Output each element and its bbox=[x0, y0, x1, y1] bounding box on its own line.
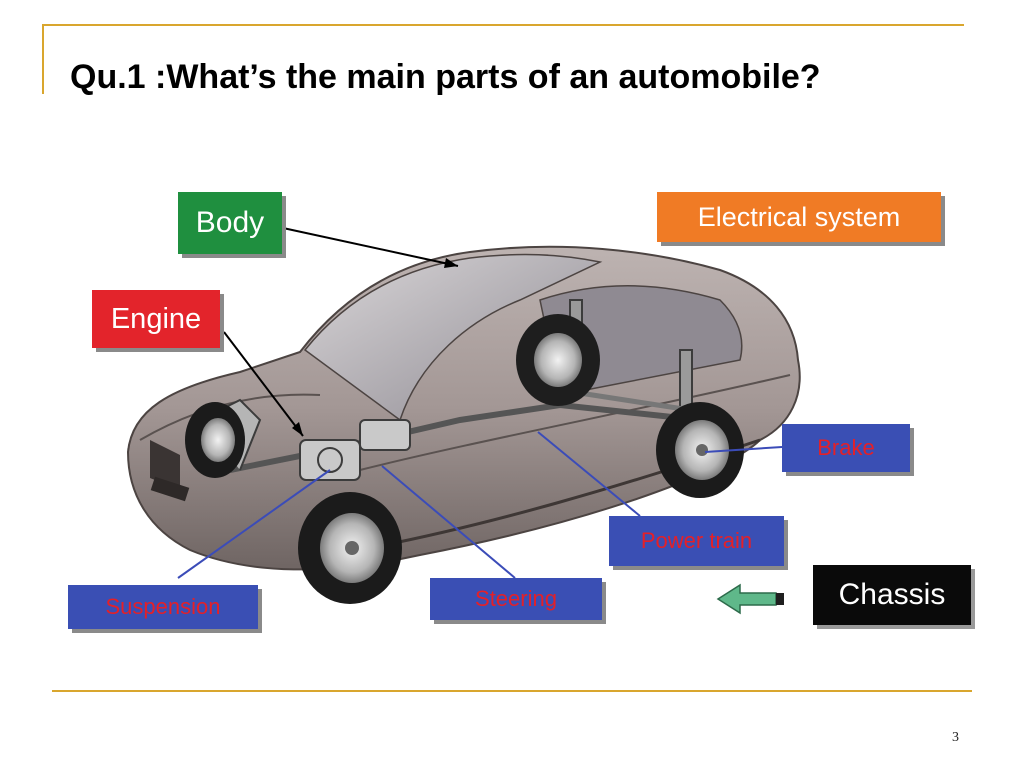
chassis-label: Chassis bbox=[813, 565, 971, 625]
frame-left-line bbox=[42, 24, 44, 94]
electrical-system-label: Electrical system bbox=[657, 192, 941, 242]
steering-pointer-line bbox=[381, 465, 516, 579]
car-windshield bbox=[303, 253, 603, 422]
engine-label: Engine bbox=[92, 290, 220, 348]
frame-top-line bbox=[42, 24, 964, 26]
power-train-pointer-line bbox=[537, 431, 641, 517]
body-label: Body bbox=[178, 192, 282, 254]
car-grille bbox=[150, 440, 180, 490]
front-left-wheel bbox=[298, 492, 402, 604]
engine-pointer-line bbox=[223, 331, 304, 437]
rear-inner-wheel bbox=[516, 314, 600, 406]
power-train-label: Power train bbox=[609, 516, 784, 566]
footer-line bbox=[52, 690, 972, 692]
brake-pointer-line bbox=[704, 446, 783, 453]
page-number: 3 bbox=[952, 730, 959, 745]
suspension-label: Suspension bbox=[68, 585, 258, 629]
front-right-wheel bbox=[185, 402, 245, 478]
body-pointer-line bbox=[282, 227, 459, 267]
arrow-left-icon bbox=[716, 583, 784, 615]
steering-label: Steering bbox=[430, 578, 602, 620]
slide-title: Qu.1 :What’s the main parts of an automo… bbox=[70, 58, 821, 96]
suspension-pointer-line bbox=[177, 469, 331, 579]
brake-label: Brake bbox=[782, 424, 910, 472]
rear-left-wheel bbox=[656, 402, 744, 498]
